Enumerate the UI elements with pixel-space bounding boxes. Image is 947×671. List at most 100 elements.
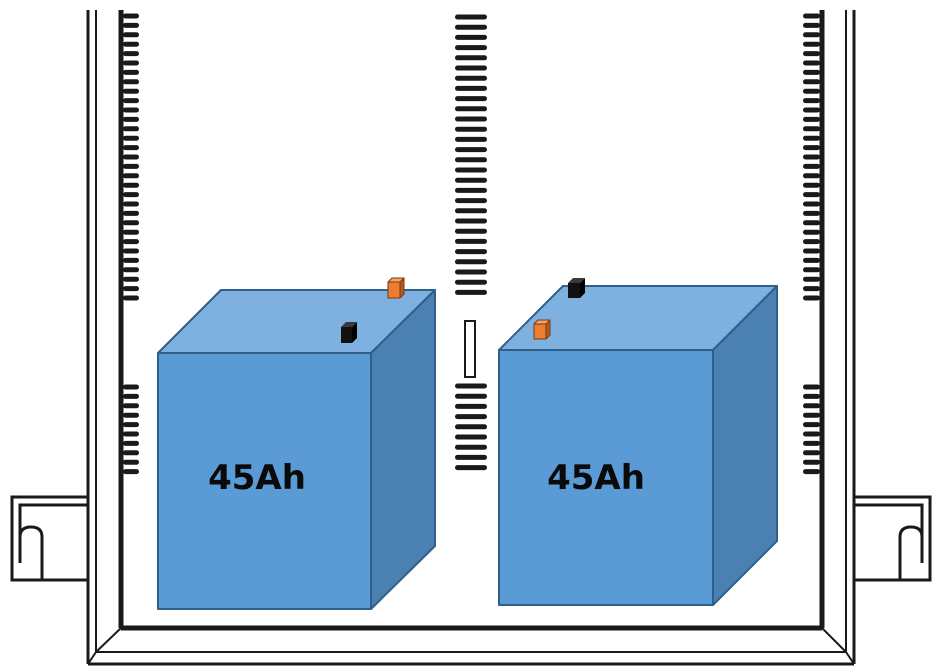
vent-slot — [803, 192, 820, 198]
vent-slot — [803, 79, 820, 85]
vent-slot — [455, 269, 487, 275]
vent-slot — [455, 55, 487, 61]
vent-slot — [455, 279, 487, 285]
vent-slot — [123, 286, 139, 292]
vent-slot — [123, 163, 139, 169]
vent-slot — [803, 154, 820, 160]
vent-slot — [455, 187, 487, 193]
vent-slot — [455, 136, 487, 142]
vent-slot — [803, 384, 820, 390]
vent-slot — [123, 393, 139, 399]
vent-slot — [455, 465, 487, 471]
battery-right: 45Ah — [498, 278, 778, 606]
vent-slot — [803, 295, 820, 301]
vent-slot — [455, 75, 487, 81]
vent-slot — [123, 239, 139, 245]
vent-slot — [123, 201, 139, 207]
vent-slot — [455, 424, 487, 430]
vent-slot — [803, 403, 820, 409]
vent-slot — [455, 106, 487, 112]
vent-slot — [803, 276, 820, 282]
vent-slot — [455, 198, 487, 204]
vent-slot — [455, 403, 487, 409]
vent-slot — [803, 60, 820, 66]
vent-slot — [803, 286, 820, 292]
vent-slot — [123, 88, 139, 94]
vent-slot — [123, 257, 139, 263]
vent-slot — [123, 276, 139, 282]
vent-slot — [803, 412, 820, 418]
vent-slot — [123, 182, 139, 188]
vent-slot — [803, 98, 820, 104]
vent-slot — [123, 267, 139, 273]
vent-slot — [123, 440, 139, 446]
vent-slot — [455, 228, 487, 234]
vent-slot — [803, 239, 820, 245]
vent-slot — [803, 248, 820, 254]
battery-left-negative-terminal — [341, 322, 357, 343]
vent-slot — [455, 157, 487, 163]
right-upper-vent-slots — [803, 13, 820, 301]
vent-slot — [455, 289, 487, 295]
left-upper-vent-slots — [123, 13, 139, 301]
vent-slot — [123, 412, 139, 418]
vent-slot — [123, 403, 139, 409]
vent-slot — [803, 440, 820, 446]
vent-slot — [803, 459, 820, 465]
vent-slot — [803, 469, 820, 475]
vent-slot — [455, 177, 487, 183]
battery-right-positive-terminal — [533, 319, 551, 340]
vent-slot — [803, 229, 820, 235]
vent-slot — [455, 96, 487, 102]
vent-slot — [455, 414, 487, 420]
vent-slot — [123, 431, 139, 437]
vent-slot — [803, 51, 820, 57]
center-lower-vent-slots — [455, 383, 487, 471]
vent-slot — [455, 259, 487, 265]
vent-slot — [123, 41, 139, 47]
vent-slot — [455, 434, 487, 440]
battery-right-negative-terminal — [568, 278, 585, 298]
vent-slot — [123, 459, 139, 465]
vent-slot — [803, 201, 820, 207]
vent-slot — [123, 422, 139, 428]
vent-slot — [803, 88, 820, 94]
vent-slot — [123, 13, 139, 19]
battery-left: 45Ah — [157, 277, 436, 610]
vent-slot — [803, 182, 820, 188]
vent-slot — [123, 51, 139, 57]
vent-slot — [123, 126, 139, 132]
battery-left-side-face — [370, 289, 436, 610]
vent-slot — [455, 393, 487, 399]
vent-slot — [455, 208, 487, 214]
vent-slot — [803, 41, 820, 47]
vent-slot — [803, 257, 820, 263]
vent-slot — [455, 116, 487, 122]
vent-slot — [455, 454, 487, 460]
left-lower-vent-slots — [123, 384, 139, 475]
right-wall — [819, 10, 856, 664]
vent-slot — [123, 469, 139, 475]
vent-slot — [803, 13, 820, 19]
vent-slot — [803, 145, 820, 151]
vent-slot — [455, 383, 487, 389]
vent-slot — [123, 248, 139, 254]
vent-slot — [803, 267, 820, 273]
battery-left-positive-terminal — [387, 277, 405, 299]
vent-slot — [123, 173, 139, 179]
vent-slot — [123, 98, 139, 104]
vent-slot — [123, 384, 139, 390]
vent-slot — [123, 295, 139, 301]
vent-slot — [123, 450, 139, 456]
right-mounting-bracket — [854, 495, 932, 582]
vent-slot — [803, 32, 820, 38]
vent-slot — [803, 107, 820, 113]
vent-slot — [455, 167, 487, 173]
vent-slot — [123, 135, 139, 141]
vent-slot — [455, 24, 487, 30]
vent-slot — [123, 60, 139, 66]
battery-right-capacity-label: 45Ah — [547, 458, 645, 498]
vent-slot — [455, 249, 487, 255]
vent-slot — [803, 173, 820, 179]
